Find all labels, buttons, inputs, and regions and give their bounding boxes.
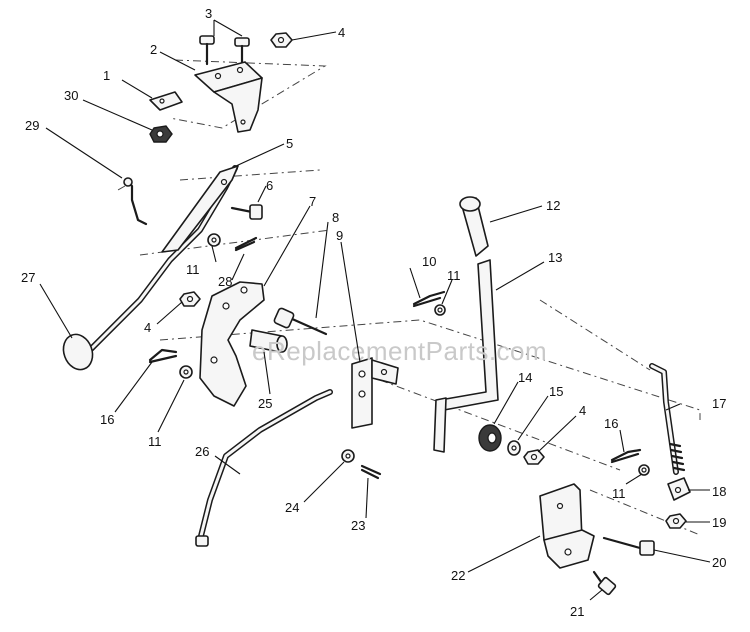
callout-20: 20 <box>712 555 726 570</box>
part-15-washer <box>507 440 521 456</box>
part-14-bushing <box>478 424 502 452</box>
part-30-nut <box>149 125 173 143</box>
part-11-washer-a <box>207 233 221 247</box>
callout-8: 8 <box>332 210 339 225</box>
part-11-washer-b <box>179 365 193 379</box>
callout-23: 23 <box>351 518 365 533</box>
watermark-text: eReplacementParts.com <box>252 336 547 366</box>
callout-29: 29 <box>25 118 39 133</box>
part-18-ferrule <box>667 477 691 501</box>
part-12-grip <box>459 196 489 257</box>
callout-27: 27 <box>21 270 35 285</box>
part-10-clip <box>412 290 446 308</box>
callout-28: 28 <box>218 274 232 289</box>
part-25-spacer <box>249 329 288 353</box>
callout-15: 15 <box>549 384 563 399</box>
part-11-washer-d <box>638 464 650 476</box>
part-28-cotter-pin <box>234 236 258 252</box>
part-1-clip <box>149 91 183 111</box>
callout-18: 18 <box>712 484 726 499</box>
callout-7: 7 <box>309 194 316 209</box>
part-26-rod <box>195 389 333 547</box>
callout-3: 3 <box>205 6 212 21</box>
callout-2: 2 <box>150 42 157 57</box>
callout-11-left-top: 11 <box>186 262 200 277</box>
part-4-nut-right <box>523 449 545 465</box>
part-19-nut <box>665 513 687 529</box>
part-6-bolt <box>230 204 263 220</box>
part-8-bolt <box>273 307 328 336</box>
part-23-cotter-pin <box>360 464 382 480</box>
callout-6: 6 <box>266 178 273 193</box>
part-21-bolt <box>592 570 617 596</box>
callout-4-top: 4 <box>338 25 345 40</box>
callout-10: 10 <box>422 254 436 269</box>
callout-14: 14 <box>518 370 532 385</box>
part-5-pedal-arm <box>87 165 239 353</box>
part-16-clip-right <box>610 448 642 464</box>
part-17-rod <box>649 363 686 475</box>
part-20-bolt <box>602 536 655 556</box>
part-29-rod <box>123 177 148 226</box>
callout-11-left-bottom: 11 <box>148 434 162 449</box>
callout-22: 22 <box>451 568 465 583</box>
callout-30: 30 <box>64 88 78 103</box>
callout-21: 21 <box>570 604 584 619</box>
leader-lines <box>39 19 711 601</box>
part-16-clip-left <box>148 348 178 364</box>
callout-13: 13 <box>548 250 562 265</box>
part-27-knob <box>62 333 94 371</box>
callout-12: 12 <box>546 198 560 213</box>
callout-9: 9 <box>336 228 343 243</box>
part-24-washer <box>341 449 355 463</box>
callout-11-top: 11 <box>447 268 461 283</box>
callout-26: 26 <box>195 444 209 459</box>
assembly-dash-lines <box>117 59 701 536</box>
callout-19: 19 <box>712 515 726 530</box>
callout-16-left: 16 <box>100 412 114 427</box>
callout-4-right: 4 <box>579 403 586 418</box>
part-3-bolts <box>199 35 250 66</box>
part-9-bracket <box>351 357 399 429</box>
callout-25: 25 <box>258 396 272 411</box>
part-4-nut-top <box>270 32 293 48</box>
callout-24: 24 <box>285 500 299 515</box>
callout-16-right: 16 <box>604 416 618 431</box>
part-4-nut-left <box>179 291 201 307</box>
callout-1: 1 <box>103 68 110 83</box>
callout-17: 17 <box>712 396 726 411</box>
callout-11-right: 11 <box>612 486 626 501</box>
callout-4-left: 4 <box>144 320 151 335</box>
part-13-shift-lever <box>433 259 499 453</box>
callout-5: 5 <box>286 136 293 151</box>
callout-labels: 1 2 3 4 5 6 7 8 9 10 11 12 13 14 4 15 16… <box>21 6 726 619</box>
part-2-bracket <box>194 61 263 133</box>
part-11-washer-c <box>434 304 446 316</box>
part-7-plate <box>199 281 265 407</box>
part-22-bracket <box>539 483 595 569</box>
